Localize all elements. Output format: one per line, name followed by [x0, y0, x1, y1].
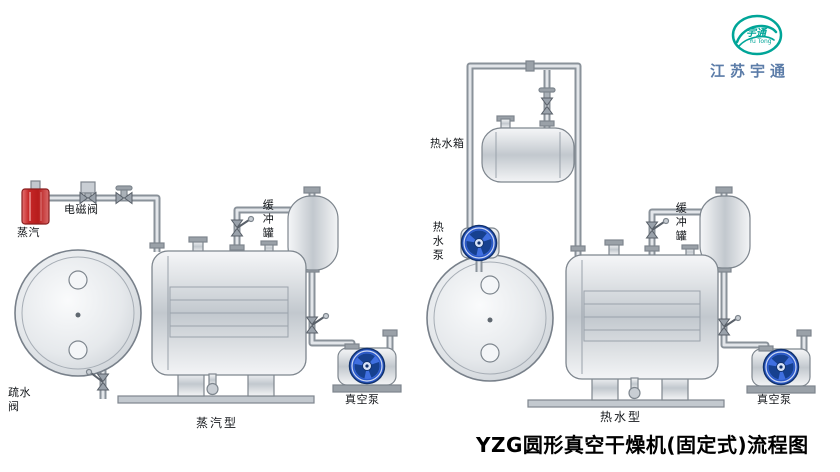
steam-type-system [14, 180, 402, 404]
bottom-valve-handle [628, 386, 641, 400]
steam-label: 蒸汽 [17, 226, 40, 239]
pump-base [746, 385, 816, 394]
handwheel-valve-tank-riser [538, 87, 556, 115]
vacuum-pump-impeller-icon [348, 347, 386, 385]
buffer-tank-right [699, 186, 751, 269]
logo-mark-sub: Yu Tong [749, 38, 772, 45]
vacuum-pump-label-right: 真空泵 [757, 393, 792, 406]
buffer-tank-label-right: 缓冲罐 [674, 202, 688, 244]
vacuum-pump-impeller-icon [762, 348, 800, 386]
logo-mark-text: 宇通 [746, 28, 766, 39]
hot-water-tank [481, 115, 575, 183]
hot-water-pump-label: 热水泵 [431, 221, 445, 263]
dryer-front-view-right [426, 254, 554, 382]
pipe-flange [570, 245, 586, 252]
valve-vessel-riser-left [231, 215, 255, 237]
drain-valve-label: 疏水阀 [8, 386, 31, 413]
hot-water-type-system [426, 60, 816, 408]
vacuum-pump-label-left: 真空泵 [345, 393, 380, 406]
circulation-loop-pipe [466, 62, 582, 256]
steam-type-label: 蒸汽型 [196, 416, 239, 430]
vacuum-pump-left [332, 329, 402, 393]
hot-water-type-label: 热水型 [600, 410, 643, 424]
buffer-tank-left [287, 186, 339, 271]
pipe-union [525, 60, 535, 72]
hot-water-pump-impeller-icon [460, 224, 498, 262]
company-logo-icon [731, 14, 783, 56]
hot-water-pump [460, 224, 500, 272]
pump-base [332, 384, 402, 393]
pipe-flange [229, 244, 245, 251]
valve-buffer-outlet-right [718, 314, 742, 336]
dryer-front-view-left [14, 249, 142, 377]
sight-glass-top [68, 270, 88, 290]
solenoid-valve-label: 电磁阀 [64, 203, 99, 216]
drain-valve [85, 368, 109, 391]
diagram-title: YZG圆形真空干燥机(固定式)流程图 [476, 433, 809, 457]
steam-source-cylinder [21, 180, 50, 225]
valve-vessel-riser-right [646, 217, 670, 239]
company-name: 江苏宇通 [710, 62, 791, 80]
handwheel-valve-steam-line [115, 185, 133, 204]
buffer-tank-label-left: 缓冲罐 [261, 199, 275, 241]
sight-glass-bottom [480, 343, 500, 363]
buffer-to-vacuum-pump-pipe-left [308, 268, 356, 355]
buffer-to-vacuum-pump-pipe-right [720, 268, 770, 358]
exhaust-cap [382, 329, 398, 337]
solenoid-valve [79, 181, 97, 204]
dryer-side-view-left [117, 236, 315, 404]
sight-glass-bottom [68, 340, 88, 360]
dryer-side-view-right [527, 239, 725, 408]
valve-buffer-outlet-left [306, 312, 330, 334]
hot-water-tank-label: 热水箱 [430, 137, 465, 150]
pipe-flange [149, 242, 165, 249]
pipe-flange [644, 245, 660, 252]
vacuum-pump-right [746, 329, 816, 394]
sight-glass-top [480, 275, 500, 295]
bottom-valve-handle [206, 382, 219, 396]
exhaust-cap [796, 329, 812, 337]
